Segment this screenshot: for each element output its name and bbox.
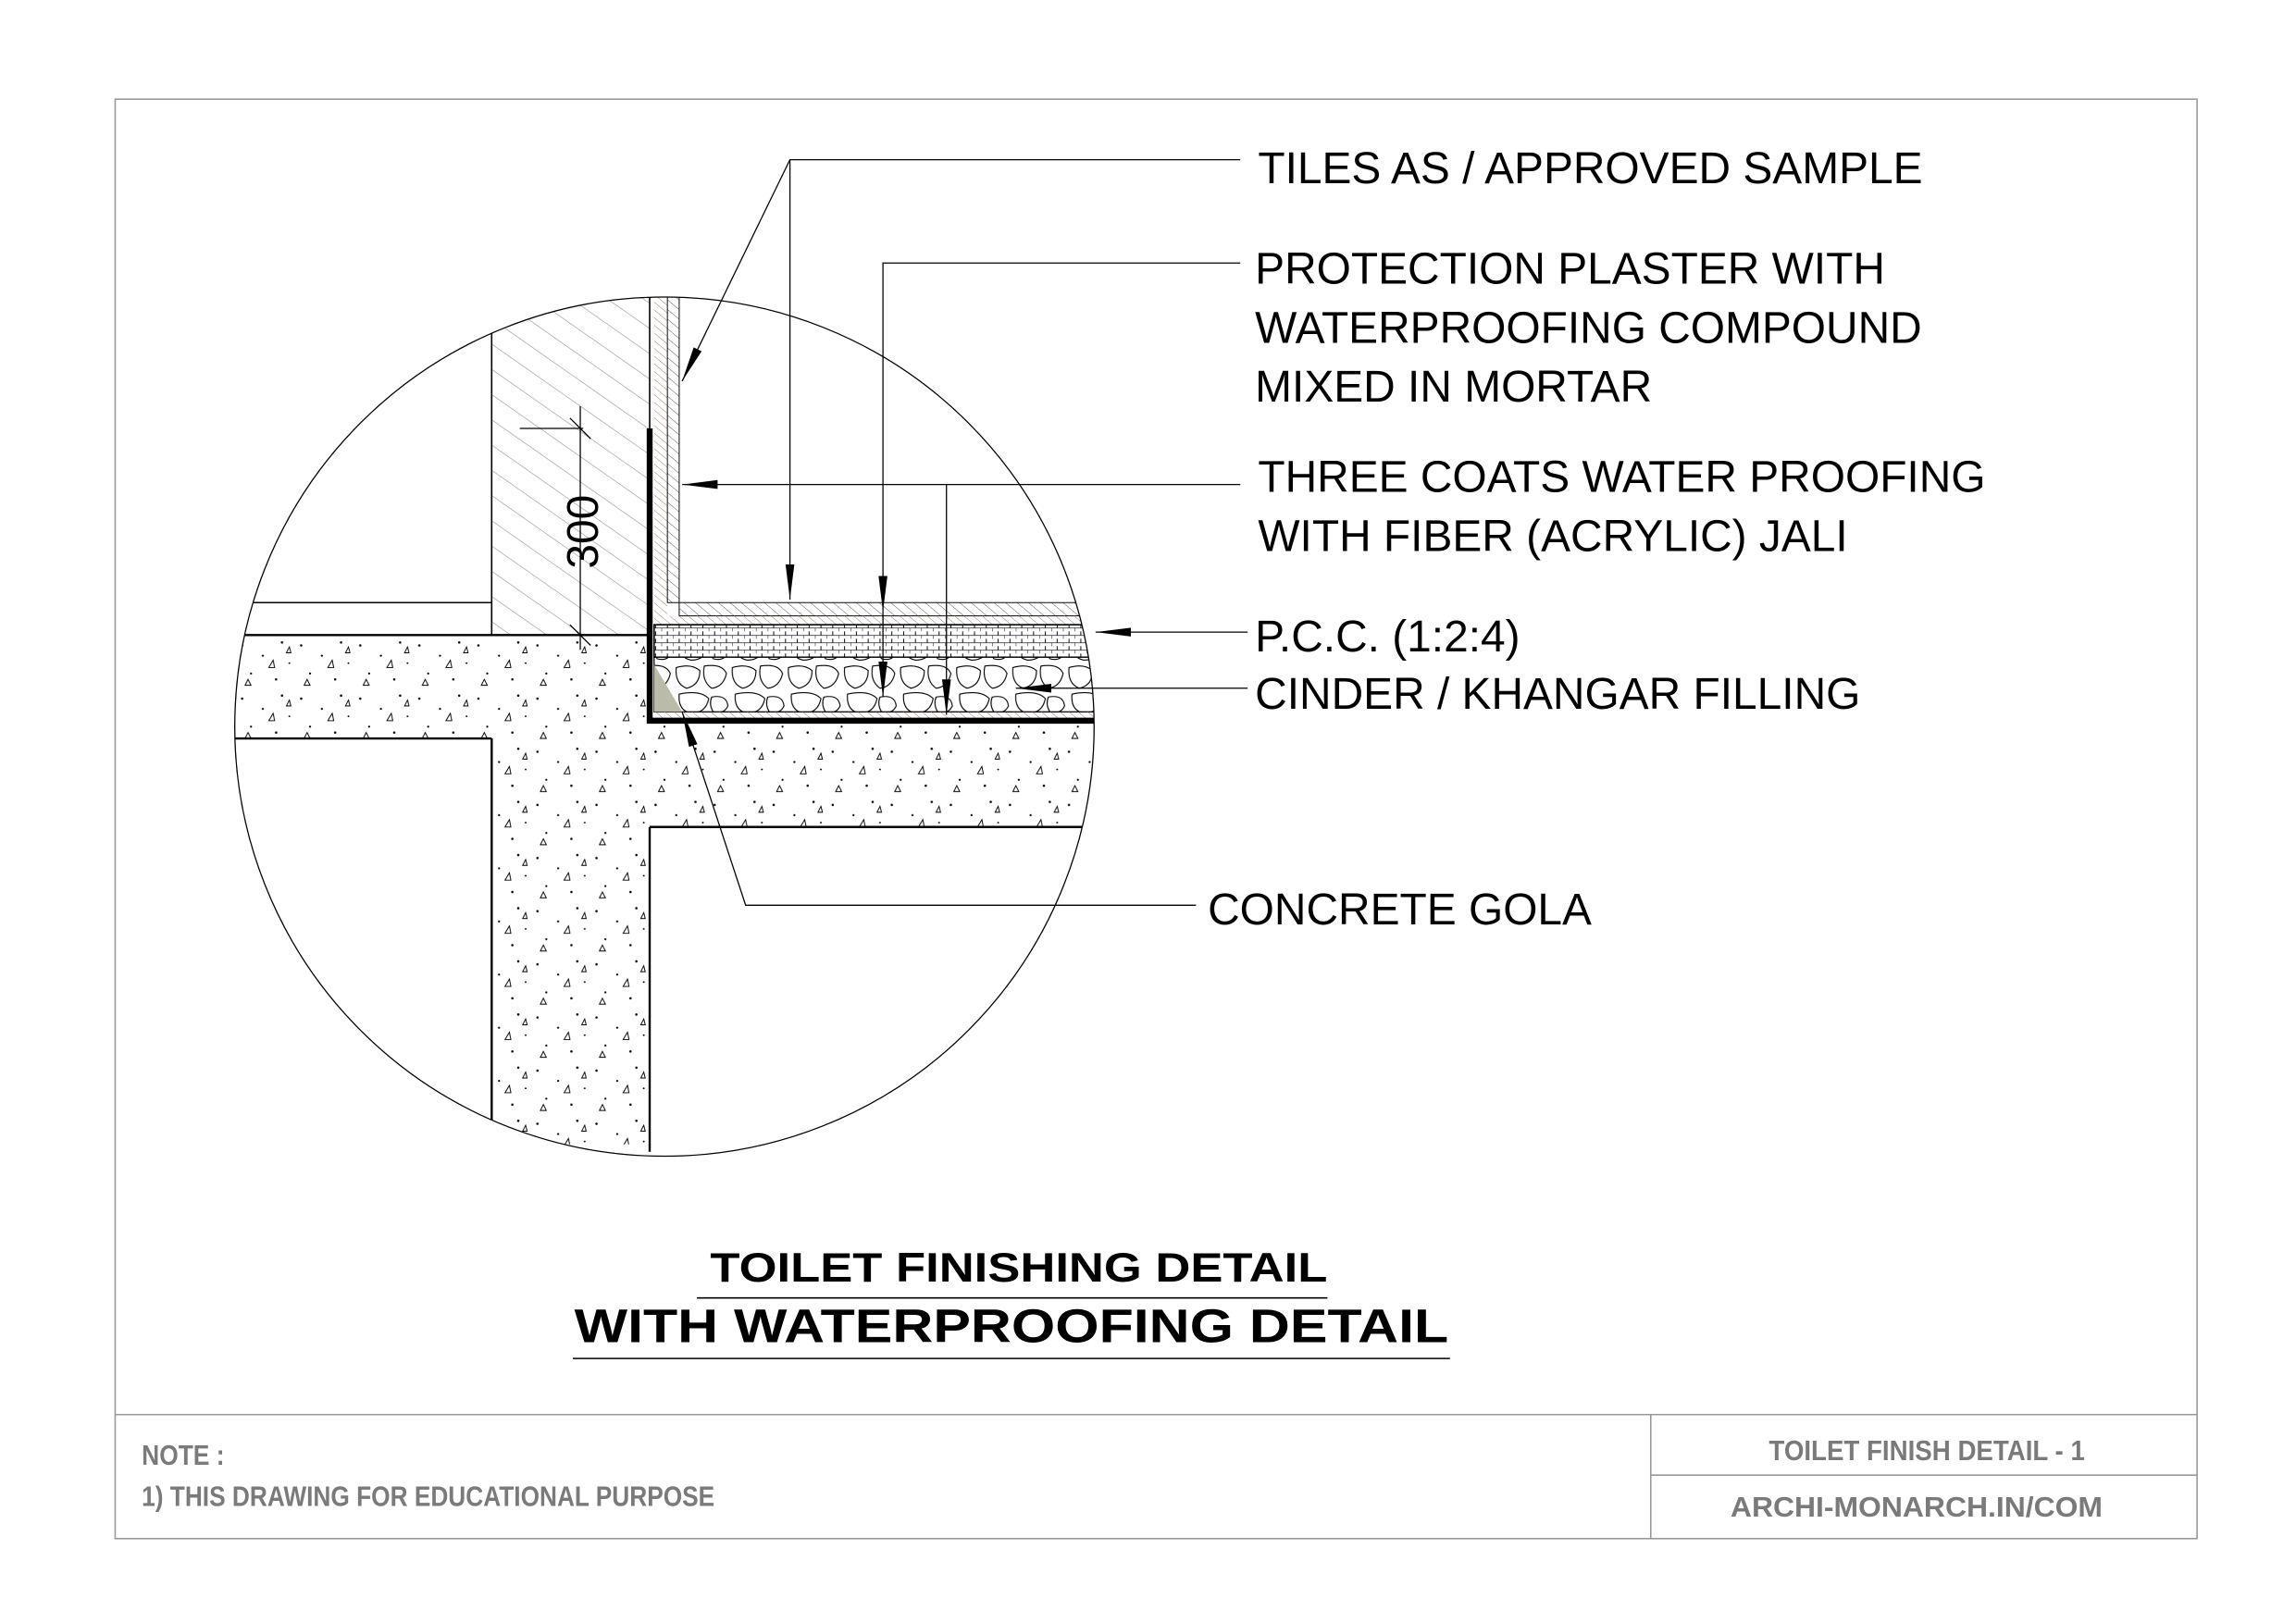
title-line-2: WITH WATERPROOFING DETAIL bbox=[575, 1300, 1449, 1353]
sheet-border bbox=[114, 98, 2198, 1540]
label-tiles: TILES AS / APPROVED SAMPLE bbox=[1258, 144, 1922, 193]
leader-lines bbox=[681, 158, 1248, 906]
label-cinder: CINDER / KHANGAR FILLING bbox=[1255, 670, 1860, 719]
label-pcc: P.C.C. (1:2:4) bbox=[1255, 613, 1520, 662]
waterproofing-layer bbox=[646, 427, 1095, 725]
website: ARCHI-MONARCH.IN/COM bbox=[1731, 1493, 2103, 1523]
detail-circle bbox=[234, 296, 1095, 1158]
title-line-1: TOILET FINISHING DETAIL bbox=[710, 1245, 1327, 1291]
label-protection-2: WATERPROOFING COMPOUND bbox=[1255, 304, 1922, 353]
label-protection-3: MIXED IN MORTAR bbox=[1255, 363, 1652, 412]
label-concrete-gola: CONCRETE GOLA bbox=[1208, 886, 1592, 935]
label-coats-1: THREE COATS WATER PROOFING bbox=[1258, 453, 1985, 502]
note-heading: NOTE : bbox=[142, 1441, 224, 1471]
label-protection-1: PROTECTION PLASTER WITH bbox=[1255, 245, 1885, 294]
note-1: 1) THIS DRAWING FOR EDUCATIONAL PURPOSE bbox=[142, 1482, 714, 1513]
svg-text:300: 300 bbox=[559, 495, 608, 569]
dimension-300: 300 bbox=[519, 406, 608, 650]
section-detail bbox=[234, 296, 1095, 1152]
sheet-name: TOILET FINISH DETAIL - 1 bbox=[1769, 1436, 2084, 1467]
label-coats-2: WITH FIBER (ACRYLIC) JALI bbox=[1258, 512, 1847, 561]
